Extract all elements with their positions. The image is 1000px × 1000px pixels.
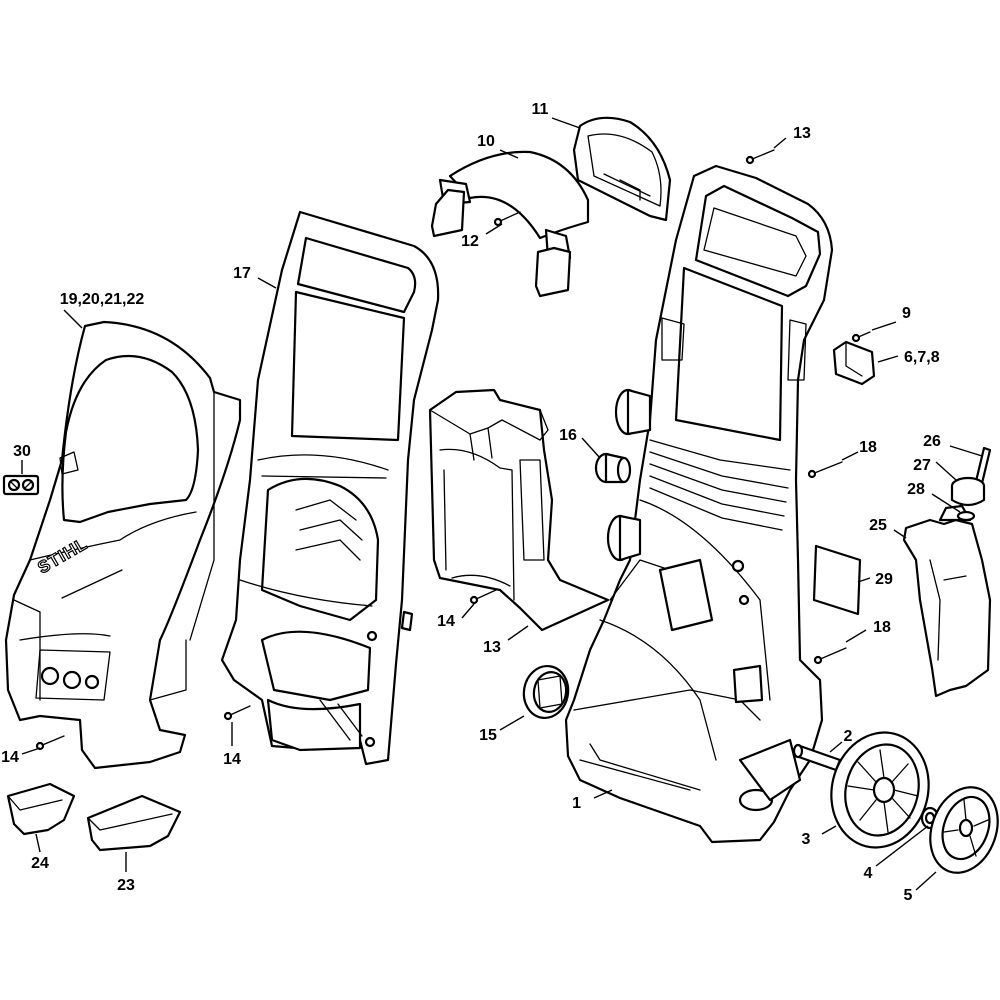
screw-part-9 [851, 331, 871, 343]
tray-part-24 [6, 782, 76, 836]
screw-part-13-top [745, 149, 775, 165]
cable-hook-part [522, 665, 570, 719]
callout-3: 3 [802, 831, 811, 848]
screw-part-12 [493, 211, 521, 227]
callout-28: 28 [907, 481, 925, 498]
screw-part-18-upper [807, 461, 843, 479]
label-part-30 [2, 474, 40, 496]
hubcap-part [929, 786, 999, 874]
callout-19-20-21-22: 19,20,21,22 [60, 291, 145, 308]
screw-part-18-lower [813, 647, 847, 665]
handle-cap-part [572, 116, 672, 222]
roller-mount-part [606, 388, 652, 562]
callout-labels: 1 2 3 4 5 6,7,8 9 10 11 12 13 13 14 14 1… [1, 101, 941, 904]
callout-4: 4 [864, 865, 873, 882]
callout-13-center: 13 [483, 639, 501, 656]
callout-16: 16 [559, 427, 577, 444]
callout-14-cover: 14 [1, 749, 19, 766]
callout-24: 24 [31, 855, 49, 872]
screw-part-14-frame [223, 705, 251, 721]
leader-lines [21, 117, 983, 891]
callout-23: 23 [117, 877, 135, 894]
wheel-part [830, 731, 930, 849]
inner-panel-part [428, 388, 610, 632]
hose-clip-part [832, 340, 876, 386]
callout-6-7-8: 6,7,8 [904, 349, 940, 366]
front-frame-part [220, 210, 440, 766]
callout-12: 12 [461, 233, 479, 250]
callout-29: 29 [875, 571, 893, 588]
callout-2: 2 [844, 728, 853, 745]
label-sheet-part [812, 544, 862, 616]
front-cover-part: STIHL [4, 320, 242, 770]
callout-10: 10 [477, 133, 495, 150]
callout-1: 1 [572, 795, 581, 812]
callout-18-upper: 18 [859, 439, 877, 456]
callout-25: 25 [869, 517, 887, 534]
cap-seal-part [956, 510, 976, 522]
callout-11: 11 [532, 101, 549, 118]
tray-part-23 [86, 794, 182, 852]
callout-13-top: 13 [793, 125, 811, 142]
main-body-part [564, 164, 834, 844]
callout-14-center: 14 [437, 613, 455, 630]
hose-roller-part [594, 452, 632, 484]
screw-part-14-center [469, 589, 497, 605]
callout-18-lower: 18 [873, 619, 891, 636]
callout-9: 9 [902, 305, 911, 322]
handle-shroud-part [430, 150, 590, 298]
callout-27: 27 [913, 457, 931, 474]
detergent-tank-part [902, 504, 992, 698]
callout-17: 17 [233, 265, 251, 282]
callout-30: 30 [13, 443, 31, 460]
callout-15: 15 [479, 727, 497, 744]
callout-5: 5 [904, 887, 913, 904]
screw-part-14-cover [35, 735, 65, 751]
callout-14-frame: 14 [223, 751, 241, 768]
callout-26: 26 [923, 433, 941, 450]
tank-cap-part [950, 476, 986, 507]
